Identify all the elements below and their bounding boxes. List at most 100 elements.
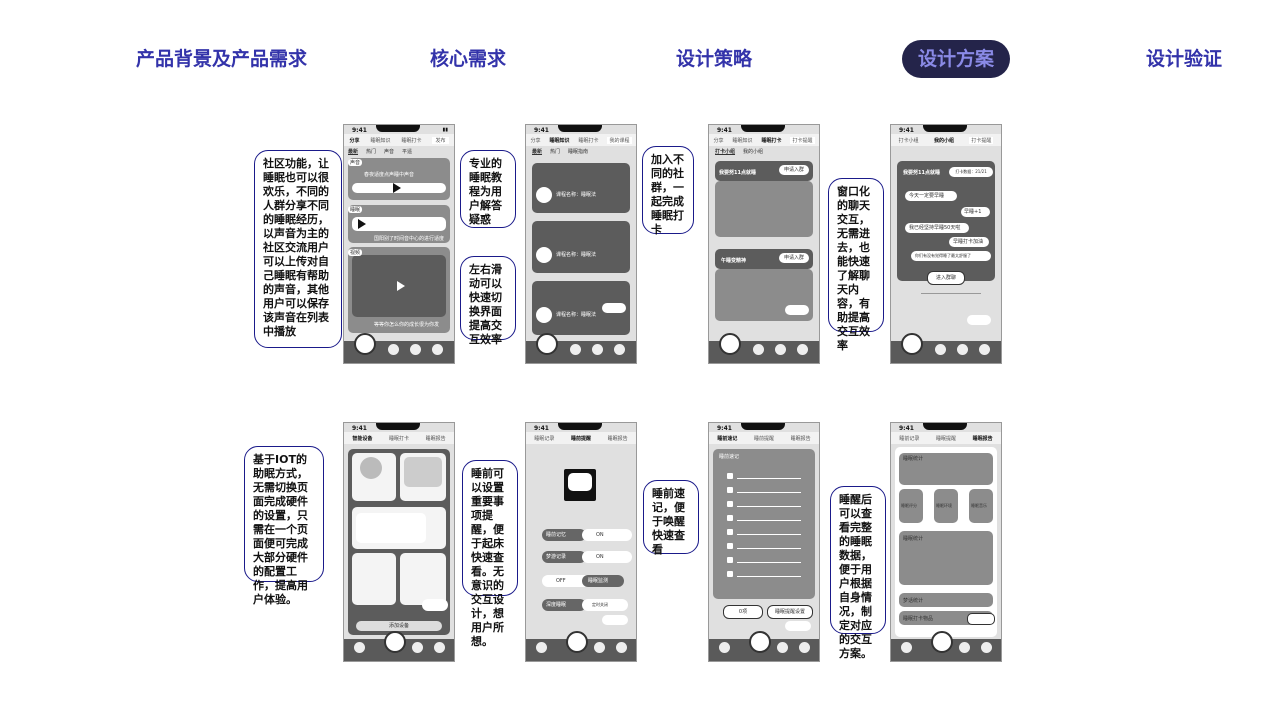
tab-reminders[interactable]: 睡前提醒 [753,435,774,442]
home-button[interactable] [354,333,376,355]
checkbox[interactable] [727,529,733,535]
course-card[interactable] [532,221,630,273]
report-metric[interactable] [969,489,993,523]
join-group-button[interactable]: 申请入群 [779,253,809,263]
reminder-toggle[interactable]: ON [582,551,632,563]
nav-item-validation[interactable]: 设计验证 [1146,48,1223,70]
nav-dot[interactable] [614,344,625,355]
nav-dot[interactable] [901,642,912,653]
tab-share[interactable]: 分享 [713,137,724,144]
nav-dot[interactable] [935,344,946,355]
sub-tab-latest[interactable]: 最新 [348,149,359,155]
reminder-toggle[interactable]: 定时关闭 [582,599,628,611]
report-card[interactable] [899,593,993,607]
nav-item-strategy[interactable]: 设计策略 [676,48,753,70]
nav-dot[interactable] [570,344,581,355]
tab-records[interactable]: 睡眠记录 [534,435,555,442]
device-slider-area[interactable] [356,513,426,543]
mini-player[interactable] [785,621,811,631]
post-button[interactable]: 发布 [432,136,449,144]
nav-dot[interactable] [354,642,365,653]
nav-dot[interactable] [536,642,547,653]
tab-records[interactable]: 睡前记录 [899,435,920,442]
tab-report[interactable]: 睡眠报告 [790,435,811,442]
tab-knowledge[interactable]: 睡眠知识 [370,137,391,144]
nav-dot[interactable] [753,344,764,355]
reminder-toggle[interactable]: ON [582,529,632,541]
checkin-reminder-button[interactable]: 打卡提醒 [969,136,994,144]
nav-dot[interactable] [799,642,810,653]
tab-groups[interactable]: 打卡小组 [898,137,919,144]
report-metric[interactable] [899,489,923,523]
play-icon[interactable] [393,183,401,193]
enter-chat-button[interactable]: 进入群聊 [927,271,965,285]
sub-tab-other[interactable]: 平遥 [402,149,413,155]
mini-player[interactable] [422,599,448,611]
mini-player[interactable] [602,303,626,313]
home-button[interactable] [719,333,741,355]
report-card[interactable] [899,453,993,485]
home-button[interactable] [536,333,558,355]
report-metric[interactable] [934,489,958,523]
checkbox[interactable] [727,501,733,507]
checkbox[interactable] [727,515,733,521]
tab-checkin[interactable]: 睡眠打卡 [578,137,599,144]
mini-player[interactable] [967,613,995,625]
nav-dot[interactable] [775,344,786,355]
tab-report[interactable]: 睡眠报告 [425,435,446,442]
tab-share[interactable]: 分享 [530,137,541,144]
tab-reminders[interactable]: 睡前提醒 [570,435,591,442]
sub-tab-groups[interactable]: 打卡小组 [715,149,736,155]
nav-dot[interactable] [594,642,605,653]
nav-dot[interactable] [979,344,990,355]
mini-player[interactable] [602,615,628,625]
notes-count-button[interactable]: 0项 [723,605,763,619]
tab-share[interactable]: 分享 [349,137,360,144]
sub-tab-hot[interactable]: 热门 [366,149,377,155]
post-card[interactable] [348,158,450,200]
checkbox[interactable] [727,487,733,493]
nav-dot[interactable] [434,642,445,653]
sub-tab-latest[interactable]: 最新 [532,149,543,155]
checkbox[interactable] [727,557,733,563]
report-card[interactable] [899,531,993,585]
home-button[interactable] [749,631,771,653]
checkbox[interactable] [727,473,733,479]
mini-player[interactable] [785,305,809,315]
home-button[interactable] [901,333,923,355]
device-tile[interactable] [400,553,446,605]
nav-dot[interactable] [981,642,992,653]
nav-dot[interactable] [616,642,627,653]
sub-tab-guide[interactable]: 睡眠指南 [568,149,589,155]
checkbox[interactable] [727,571,733,577]
nav-dot[interactable] [592,344,603,355]
tab-quick-notes[interactable]: 睡前速记 [717,435,738,442]
device-tile[interactable] [352,553,396,605]
tab-my-groups[interactable]: 我的小组 [933,137,954,144]
nav-item-design-plan[interactable]: 设计方案 [902,40,1011,78]
tab-checkin[interactable]: 睡眠打卡 [388,435,409,442]
tab-report[interactable]: 睡眠报告 [972,435,993,442]
chat-window[interactable] [897,161,995,281]
sub-tab-hot[interactable]: 热门 [550,149,561,155]
group-card[interactable] [715,181,813,237]
nav-dot[interactable] [388,344,399,355]
checkbox[interactable] [727,543,733,549]
tab-knowledge[interactable]: 睡眠知识 [732,137,753,144]
tab-checkin[interactable]: 睡眠打卡 [761,137,782,144]
tab-devices[interactable]: 智能设备 [352,435,373,442]
my-course-button[interactable]: 我的课程 [607,136,632,144]
tab-report[interactable]: 睡眠报告 [607,435,628,442]
nav-item-core-needs[interactable]: 核心需求 [430,48,507,70]
nav-dot[interactable] [957,344,968,355]
home-button[interactable] [566,631,588,653]
waveform[interactable] [352,217,446,231]
nav-dot[interactable] [432,344,443,355]
home-button[interactable] [931,631,953,653]
play-icon[interactable] [397,281,405,291]
join-group-button[interactable]: 申请入群 [779,165,809,175]
checkin-reminder-button[interactable]: 打卡提醒 [790,136,815,144]
nav-dot[interactable] [412,642,423,653]
nav-dot[interactable] [719,642,730,653]
sleep-reminder-settings-button[interactable]: 睡眠提醒设置 [767,605,813,619]
